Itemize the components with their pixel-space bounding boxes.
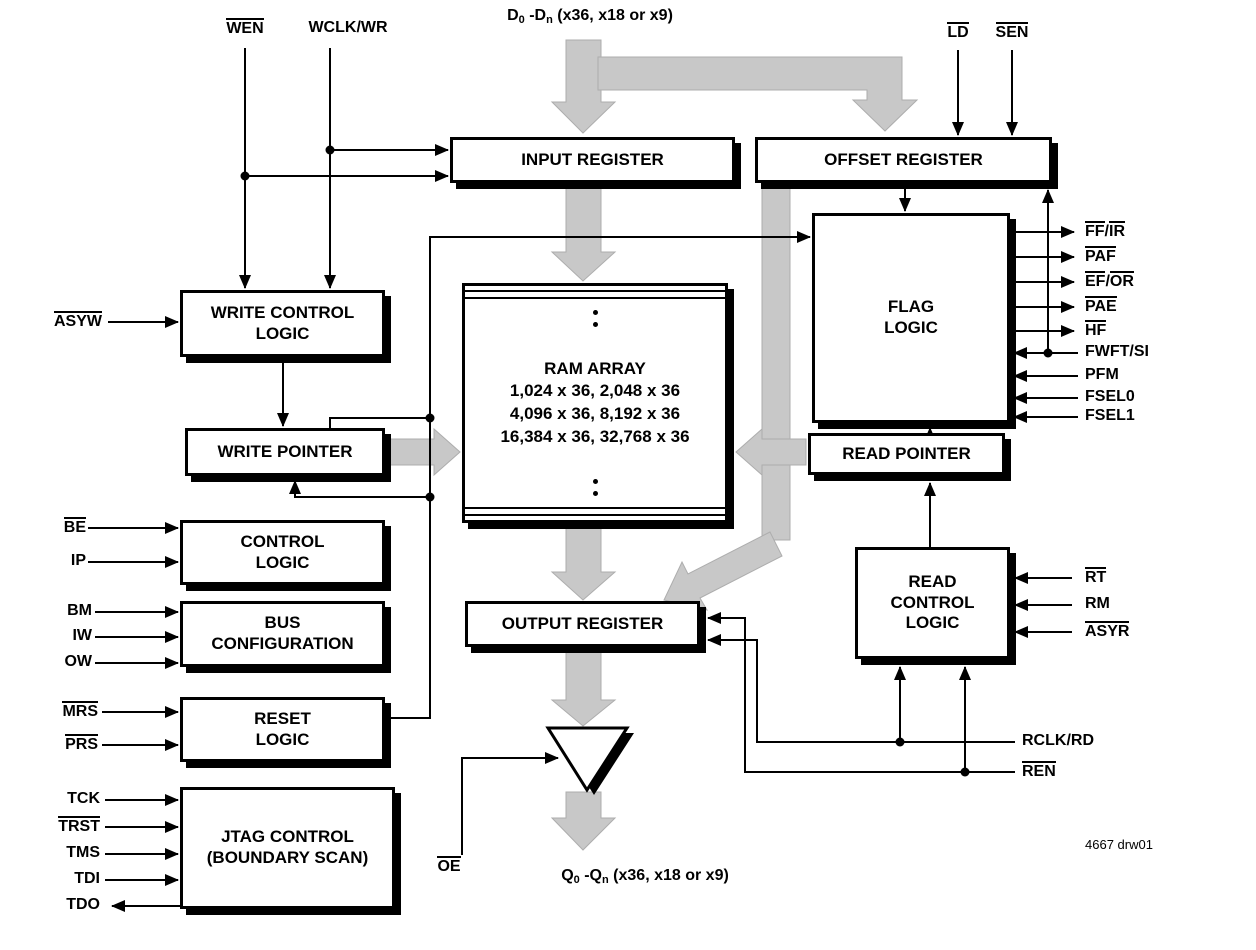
signal-prs-label: PRS bbox=[65, 734, 98, 753]
signal-tdo-label: TDO bbox=[66, 896, 100, 913]
ram-title: RAM ARRAY bbox=[544, 358, 646, 378]
write-pointer-block: WRITE POINTER bbox=[185, 428, 385, 476]
write-pointer-to-ram-bus bbox=[388, 427, 461, 477]
bus-configuration-label: CONFIGURATION bbox=[211, 634, 354, 653]
signal-ff-ir-label: FF/IR bbox=[1085, 221, 1125, 240]
write-control-logic-block: WRITE CONTROL LOGIC bbox=[180, 290, 385, 357]
signal-pae-label: PAE bbox=[1085, 296, 1117, 315]
offset-register-bus-vertical bbox=[761, 185, 791, 541]
jtag-control-label: (BOUNDARY SCAN) bbox=[206, 848, 369, 867]
d-bus-to-offset-register bbox=[597, 56, 919, 132]
signal-fsel0-label: FSEL0 bbox=[1085, 388, 1135, 405]
signal-wen-label: WEN bbox=[226, 18, 264, 37]
signal-be-label: BE bbox=[63, 517, 86, 536]
reset-logic-block: RESET LOGIC bbox=[180, 697, 385, 762]
bus-arrows bbox=[388, 39, 919, 851]
ram-top-rule bbox=[465, 290, 725, 292]
ram-to-output-register-bus bbox=[550, 525, 617, 601]
drawing-number: 4667 drw01 bbox=[1085, 837, 1153, 852]
input-register-block: INPUT REGISTER bbox=[450, 137, 735, 183]
ram-array-block: RAM ARRAY 1,024 x 36, 2,048 x 36 4,096 x… bbox=[462, 283, 728, 523]
signal-iw-label: IW bbox=[72, 627, 92, 644]
signal-hf-label: HF bbox=[1085, 320, 1107, 339]
jtag-control-block: JTAG CONTROL (BOUNDARY SCAN) bbox=[180, 787, 395, 909]
write-pointer-label: WRITE POINTER bbox=[217, 441, 353, 461]
signal-wclk-wr-label: WCLK/WR bbox=[308, 19, 388, 36]
control-logic-block: CONTROL LOGIC bbox=[180, 520, 385, 585]
offset-register-label: OFFSET REGISTER bbox=[824, 149, 983, 169]
signal-fwft-si-label: FWFT/SI bbox=[1085, 343, 1149, 360]
signal-ow-label: OW bbox=[64, 653, 92, 670]
signal-wires bbox=[88, 48, 1078, 912]
flag-logic-label: FLAG bbox=[887, 297, 935, 317]
signal-trst-label: TRST bbox=[58, 816, 100, 835]
input-register-label: INPUT REGISTER bbox=[521, 149, 664, 169]
signal-rt-label: RT bbox=[1085, 567, 1107, 586]
signal-oe-label: OE bbox=[437, 856, 461, 875]
signal-sen-label: SEN bbox=[995, 22, 1029, 41]
signal-d-bus-label: D0 -Dn (x36, x18 or x9) bbox=[507, 7, 673, 26]
flag-logic-label: LOGIC bbox=[884, 318, 938, 337]
offset-register-block: OFFSET REGISTER bbox=[755, 137, 1052, 183]
output-register-to-buffer-bus bbox=[550, 651, 617, 727]
bus-configuration-block: BUS CONFIGURATION bbox=[180, 601, 385, 667]
offset-register-bus-arrow bbox=[663, 531, 783, 611]
ram-size-line: 1,024 x 36, 2,048 x 36 bbox=[509, 381, 681, 401]
ram-bottom-rule bbox=[465, 514, 725, 516]
ram-ellipsis-top bbox=[465, 310, 725, 327]
ram-size-line: 16,384 x 36, 32,768 x 36 bbox=[500, 426, 690, 446]
signal-asyw-label: ASYW bbox=[54, 311, 102, 330]
read-control-logic-block: READ CONTROL LOGIC bbox=[855, 547, 1010, 659]
ram-top-rule bbox=[465, 297, 725, 299]
ram-ellipsis-bottom bbox=[465, 479, 725, 496]
read-pointer-block: READ POINTER bbox=[808, 433, 1005, 475]
signal-fsel1-label: FSEL1 bbox=[1085, 407, 1135, 424]
output-register-label: OUTPUT REGISTER bbox=[501, 613, 664, 633]
tristate-buffer-triangle bbox=[545, 726, 630, 793]
write-control-logic-label: LOGIC bbox=[255, 323, 310, 343]
signal-pfm-label: PFM bbox=[1085, 366, 1119, 383]
signal-tdi-label: TDI bbox=[74, 870, 100, 887]
signal-q-bus-label: Q0 -Qn (x36, x18 or x9) bbox=[561, 867, 729, 886]
input-register-to-ram-bus bbox=[550, 185, 617, 282]
ram-bottom-rule bbox=[465, 507, 725, 509]
write-control-logic-label: WRITE CONTROL bbox=[210, 302, 355, 322]
ram-size-line: 4,096 x 36, 8,192 x 36 bbox=[509, 404, 681, 423]
jtag-control-label: JTAG CONTROL bbox=[221, 827, 354, 847]
read-control-logic-label: CONTROL bbox=[890, 592, 975, 612]
signal-ef-or-label: EF/OR bbox=[1085, 271, 1134, 290]
signal-ren-label: REN bbox=[1022, 761, 1056, 780]
flag-logic-block: FLAG LOGIC bbox=[812, 213, 1010, 423]
signal-tms-label: TMS bbox=[66, 844, 100, 861]
control-logic-label: LOGIC bbox=[255, 552, 310, 572]
buffer-to-q-bus bbox=[550, 791, 617, 851]
control-logic-label: CONTROL bbox=[240, 531, 325, 551]
signal-ip-label: IP bbox=[70, 552, 86, 569]
signal-rclk-rd-label: RCLK/RD bbox=[1022, 732, 1094, 749]
bus-configuration-label: BUS bbox=[264, 613, 301, 633]
read-pointer-to-ram-bus bbox=[735, 427, 807, 477]
read-control-logic-label: LOGIC bbox=[905, 613, 960, 633]
ram-text: RAM ARRAY 1,024 x 36, 2,048 x 36 4,096 x… bbox=[500, 359, 689, 448]
junction-dots bbox=[240, 145, 1053, 777]
signal-mrs-label: MRS bbox=[62, 701, 98, 720]
reset-logic-label: LOGIC bbox=[255, 729, 310, 749]
read-pointer-label: READ POINTER bbox=[842, 443, 971, 463]
read-control-logic-label: READ bbox=[908, 571, 957, 591]
signal-tck-label: TCK bbox=[67, 790, 100, 807]
output-register-block: OUTPUT REGISTER bbox=[465, 601, 700, 647]
signal-asyr-label: ASYR bbox=[1085, 621, 1130, 640]
signal-rm-label: RM bbox=[1085, 595, 1110, 612]
signal-paf-label: PAF bbox=[1085, 246, 1116, 265]
tristate-buffer bbox=[545, 726, 634, 795]
signal-ld-label: LD bbox=[947, 22, 969, 41]
signal-bm-label: BM bbox=[67, 602, 92, 619]
reset-logic-label: RESET bbox=[254, 708, 311, 728]
